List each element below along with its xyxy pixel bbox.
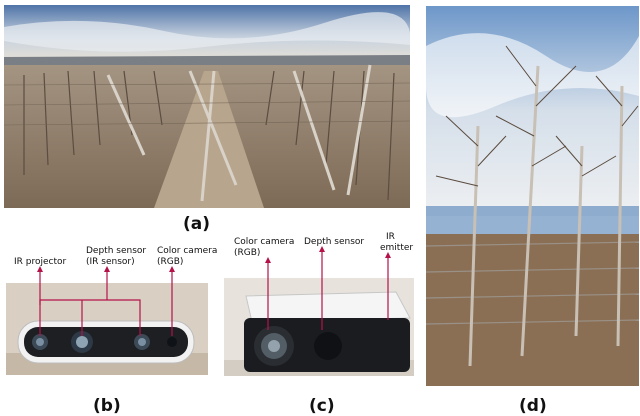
depth-camera-photo-2: [224, 278, 414, 376]
orchard-row-illustration: [4, 5, 410, 208]
label-depth-sensor-c: Depth sensor: [304, 237, 365, 247]
caption-b: (b): [93, 396, 121, 416]
depth-camera-illustration: [6, 283, 208, 375]
orchard-row-photo: [4, 5, 410, 208]
caption-c: (c): [309, 396, 335, 416]
label-ir-c: IR: [386, 232, 395, 242]
tree-trellis-photo: [426, 6, 639, 386]
label-rgb-c: (RGB): [234, 248, 261, 258]
label-color-camera-c: Color camera: [234, 237, 295, 247]
label-emitter-c: emitter: [380, 243, 414, 253]
label-rgb-b: (RGB): [157, 257, 184, 267]
tree-trellis-illustration: [426, 6, 639, 386]
label-ir-projector: IR projector: [14, 257, 67, 267]
depth-camera-photo: [6, 283, 208, 375]
label-color-camera-b: Color camera: [157, 246, 218, 256]
caption-d: (d): [519, 396, 547, 416]
label-depth-sensor-b: Depth sensor: [86, 246, 147, 256]
caption-a: (a): [183, 214, 211, 234]
depth-camera-2-illustration: [224, 278, 414, 376]
label-ir-sensor-b: (IR sensor): [86, 257, 135, 267]
